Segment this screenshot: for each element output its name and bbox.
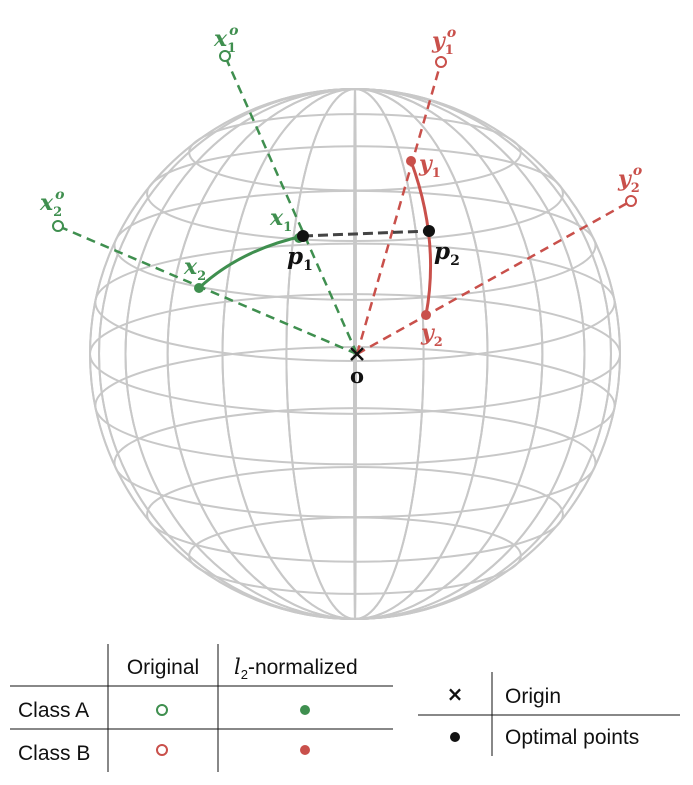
wireframe-sphere: [89, 88, 621, 620]
legend-optimal-marker: [450, 732, 460, 742]
x2-point: [194, 283, 204, 293]
legend-origin-label: Origin: [505, 685, 561, 708]
y1-point: [406, 156, 416, 166]
legend-origin-symbol: ×: [447, 682, 464, 706]
legend-a-normalized-marker: [300, 705, 310, 715]
p1-point: [297, 230, 309, 242]
legend-header-original: Original: [127, 656, 199, 679]
label-x2o: x2o: [39, 187, 65, 220]
legend-a-original-marker: [156, 704, 168, 716]
x2o-point: [52, 220, 64, 232]
label-y2o: y2o: [617, 163, 642, 196]
p2-point: [423, 225, 435, 237]
p1-p2-connector: [302, 229, 430, 238]
label-p1: p1: [287, 243, 313, 274]
label-origin: o: [350, 363, 364, 388]
y2o-ray: [356, 199, 632, 356]
x1o-ray: [223, 55, 359, 355]
y2o-point: [625, 195, 637, 207]
label-x1: x1: [269, 205, 292, 235]
legend-optimal-label: Optimal points: [505, 726, 639, 749]
class-b-geometry: [355, 56, 637, 356]
legend-row-class-b: Class B: [18, 742, 90, 765]
sphere-outline: [89, 88, 621, 620]
origin-marker: [350, 347, 364, 361]
y2-point: [421, 310, 431, 320]
x2o-ray: [57, 224, 358, 356]
legend-b-original-marker: [156, 744, 168, 756]
label-x2: x2: [183, 254, 206, 284]
label-y1o: y1o: [431, 25, 456, 58]
label-y1: y1: [418, 151, 441, 181]
label-p2: p2: [434, 238, 460, 269]
x1o-point: [219, 50, 231, 62]
label-y2: y2: [420, 320, 443, 350]
y1o-ray: [355, 61, 443, 355]
legend-b-normalized-marker: [300, 745, 310, 755]
y-geodesic-arc: [409, 160, 433, 316]
y1o-point: [435, 56, 447, 68]
label-x1o: x1o: [213, 23, 239, 56]
legend-row-class-a: Class A: [18, 699, 89, 722]
class-legend-table: Original l2-normalized Class A Class B: [10, 644, 393, 772]
x-geodesic-arc: [197, 234, 304, 290]
symbol-legend-table: × Origin Optimal points: [418, 672, 680, 756]
legend-header-normalized: l2-normalized: [234, 655, 358, 682]
